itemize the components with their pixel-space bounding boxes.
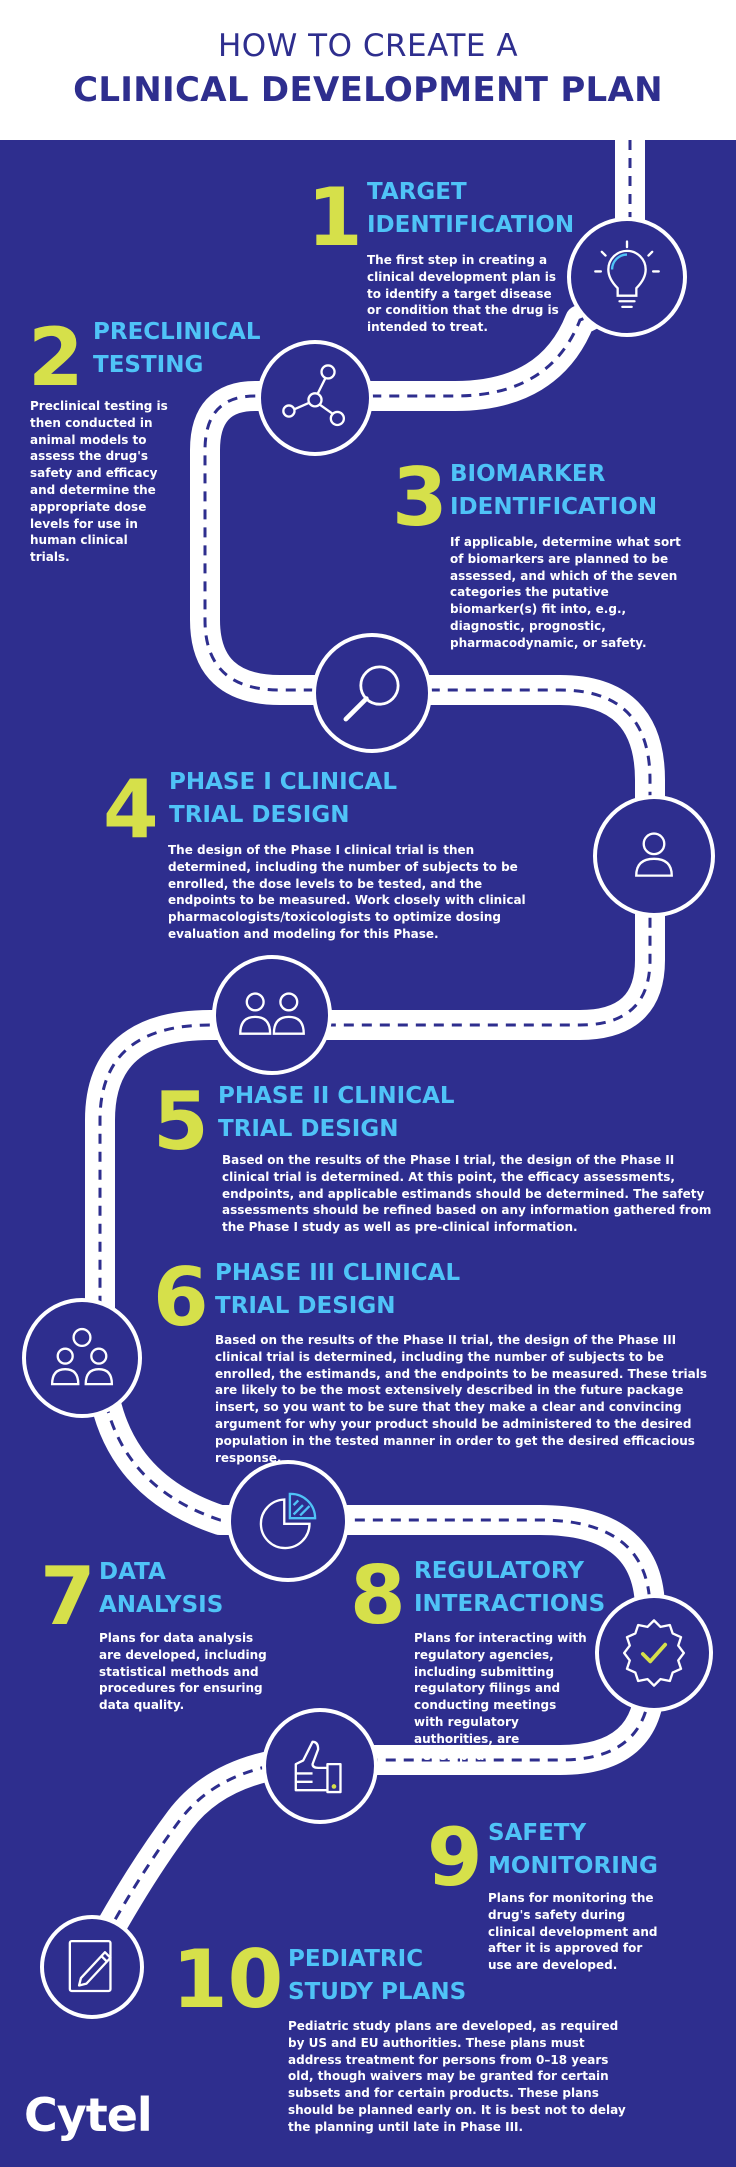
step-title: BIOMARKER IDENTIFICATION — [450, 461, 658, 520]
step-description: The first step in creating a clinical de… — [367, 253, 559, 335]
step-title: DATA ANALYSIS — [99, 1559, 224, 1618]
lightbulb-icon — [567, 217, 687, 337]
step-number: 2 — [28, 311, 84, 404]
step-title: TARGET IDENTIFICATION — [367, 179, 575, 238]
step-description: Based on the results of the Phase II tri… — [215, 1333, 708, 1465]
header-title: CLINICAL DEVELOPMENT PLAN — [73, 70, 663, 110]
molecule-icon — [257, 340, 373, 456]
magnifier-icon — [312, 633, 432, 753]
step-description: Pediatric study plans are developed, as … — [288, 2019, 626, 2134]
step-title: PHASE II CLINICAL TRIAL DESIGN — [218, 1083, 455, 1142]
step-title: PHASE III CLINICAL TRIAL DESIGN — [215, 1260, 461, 1319]
step-number: 8 — [350, 1549, 406, 1642]
header: HOW TO CREATE A CLINICAL DEVELOPMENT PLA… — [0, 0, 736, 140]
approval-badge-icon — [595, 1594, 713, 1712]
header-subtitle: HOW TO CREATE A — [217, 28, 519, 64]
group-icon — [22, 1298, 142, 1418]
pie-chart-icon — [227, 1460, 349, 1582]
step-title: PHASE I CLINICAL TRIAL DESIGN — [169, 769, 397, 828]
step-title: REGULATORY INTERACTIONS — [414, 1558, 606, 1617]
step-description: The design of the Phase I clinical trial… — [168, 843, 526, 941]
step-title: PRECLINICAL TESTING — [93, 319, 261, 378]
step-description: Plans for monitoring the drug's safety d… — [488, 1891, 658, 1973]
thumbs-up-icon — [262, 1708, 378, 1824]
step-title: SAFETY MONITORING — [488, 1820, 658, 1879]
document-pen-icon — [40, 1915, 144, 2019]
step-description: Plans for interacting with regulatory ag… — [414, 1631, 587, 1763]
step-number: 4 — [103, 763, 159, 856]
step-number: 7 — [40, 1550, 96, 1643]
step-number: 6 — [153, 1251, 209, 1344]
step-description: Plans for data analysis are developed, i… — [99, 1631, 267, 1713]
step-description: Based on the results of the Phase I tria… — [222, 1153, 712, 1235]
two-people-icon — [212, 955, 332, 1075]
step-number: 9 — [427, 1811, 483, 1904]
step-number: 1 — [307, 171, 363, 264]
person-icon — [593, 795, 715, 917]
step-description: Preclinical testing is then conducted in… — [30, 399, 168, 565]
step-number: 10 — [172, 1933, 284, 2026]
step-title: PEDIATRIC STUDY PLANS — [288, 1946, 467, 2005]
step-description: If applicable, determine what sort of bi… — [450, 535, 681, 650]
step-number: 3 — [392, 451, 448, 544]
step-number: 5 — [153, 1075, 209, 1168]
cytel-logo: Cytel — [24, 2088, 153, 2142]
